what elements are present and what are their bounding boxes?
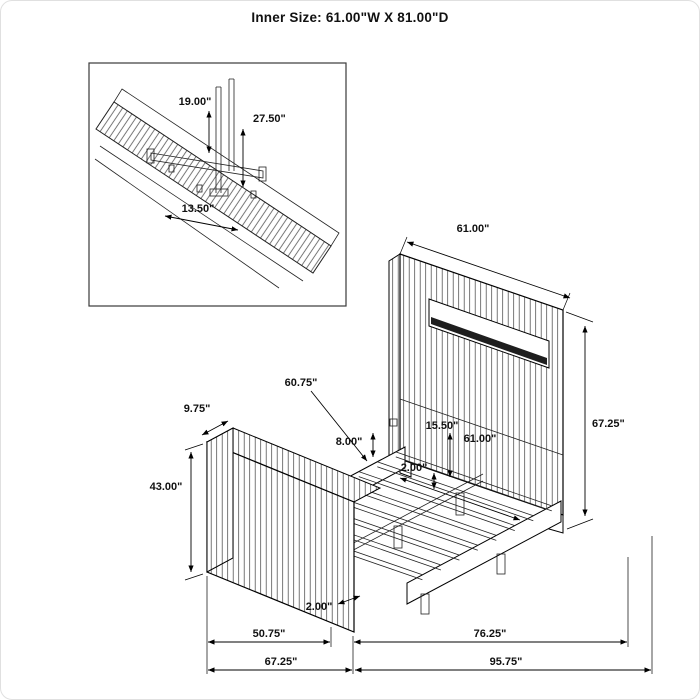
footboard xyxy=(205,427,382,633)
near-rail-leg xyxy=(496,553,506,575)
bed-dimensions: 61.00" 67.25" 60.75" 9.75" 43.00" 8.00" … xyxy=(150,223,653,674)
dim-bracket-upper: 19.00" xyxy=(179,96,212,108)
dim-bracket-total: 27.50" xyxy=(253,113,286,125)
dim-inner-width: 61.00" xyxy=(464,433,497,445)
dim-headboard-width: 61.00" xyxy=(457,223,490,235)
inset-lower-panel-line xyxy=(99,145,304,282)
dim-footboard-depth: 9.75" xyxy=(184,403,211,415)
dim-footboard-height: 43.00" xyxy=(150,481,183,493)
inset-headboard-ribbed-panel xyxy=(95,101,332,274)
bracket-bolt xyxy=(196,184,203,193)
dim-platform-height: 15.50" xyxy=(426,420,459,432)
dim-rail-length: 60.75" xyxy=(285,377,318,389)
dim-slat-width: 2.00" xyxy=(401,462,428,474)
dim-headboard-height: 67.25" xyxy=(592,418,625,430)
rail-bracket xyxy=(389,418,398,427)
footboard-left-end xyxy=(206,427,234,573)
headboard-seam xyxy=(399,398,564,456)
headboard xyxy=(388,253,564,534)
dim-bottom-outer-length: 95.75" xyxy=(490,656,523,668)
dim-rail-height: 8.00" xyxy=(336,436,363,448)
headboard-left-edge xyxy=(388,253,401,461)
inset-detail: 19.00" 27.50" 13.50" xyxy=(88,62,347,307)
dim-bracket-span: 13.50" xyxy=(182,203,215,215)
bracket-bolt xyxy=(250,190,257,199)
dim-leg-width: 2.00" xyxy=(306,601,333,613)
inset-mount-bracket xyxy=(146,78,267,199)
near-side-rail xyxy=(406,500,562,605)
dim-bottom-inner-width: 50.75" xyxy=(253,628,286,640)
headboard-front-face xyxy=(399,253,564,516)
dim-bottom-inner-length: 76.25" xyxy=(474,628,507,640)
page-title: Inner Size: 61.00"W X 81.00"D xyxy=(251,10,449,25)
center-rail-leg xyxy=(393,525,403,549)
bracket-bolt xyxy=(168,164,175,173)
near-rail-leg xyxy=(420,593,430,615)
headboard-led-bar xyxy=(431,317,547,365)
dim-bottom-outer-width: 67.25" xyxy=(265,656,298,668)
inset-dimensions: 19.00" 27.50" 13.50" xyxy=(164,96,286,232)
